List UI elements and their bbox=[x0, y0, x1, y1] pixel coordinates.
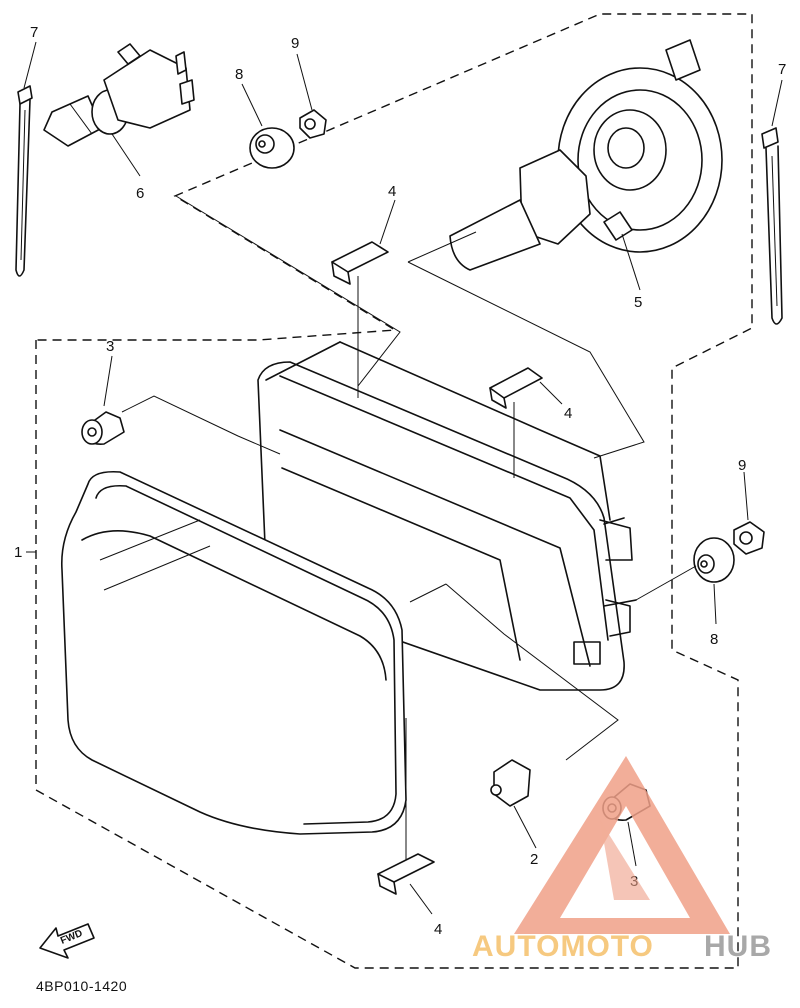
watermark-triangle-icon bbox=[514, 756, 730, 934]
callout-3a: 3 bbox=[106, 338, 114, 355]
fwd-arrow-icon: FWD bbox=[39, 923, 95, 959]
leader-9b bbox=[743, 471, 749, 521]
watermark-text-primary: AUTOMOTO bbox=[472, 930, 654, 963]
leader-6 bbox=[111, 133, 141, 177]
spring-clip-bottom bbox=[377, 853, 435, 895]
callout-4a: 4 bbox=[388, 183, 396, 200]
headlight-bulb-h4 bbox=[43, 43, 195, 147]
projection-bulb bbox=[407, 231, 477, 263]
assembly-label: 1 bbox=[14, 544, 22, 561]
drawing-code: 4BP010-1420 bbox=[36, 978, 128, 994]
clip-nut bbox=[490, 759, 531, 807]
leader-8b bbox=[713, 583, 717, 625]
leader-4b bbox=[539, 381, 563, 405]
leader-4c bbox=[409, 883, 433, 915]
projection-socket bbox=[407, 261, 645, 459]
callout-8a: 8 bbox=[235, 66, 243, 83]
spring-clip-top bbox=[331, 241, 389, 285]
projection-lens bbox=[409, 583, 447, 603]
callout-9b: 9 bbox=[738, 457, 746, 474]
leader-7a bbox=[23, 41, 37, 89]
callout-7a: 7 bbox=[30, 24, 38, 41]
headlight-lens bbox=[60, 470, 407, 835]
callout-6: 6 bbox=[136, 185, 144, 202]
nut-top bbox=[299, 109, 327, 139]
callout-7b: 7 bbox=[778, 61, 786, 78]
projection-screw-left bbox=[121, 395, 281, 455]
spring-clip-middle bbox=[489, 367, 543, 409]
automotohub-watermark: AUTOMOTO HUB bbox=[472, 756, 772, 963]
callout-4b: 4 bbox=[564, 405, 572, 422]
callout-2: 2 bbox=[530, 851, 538, 868]
callout-8b: 8 bbox=[710, 631, 718, 648]
leader-4a bbox=[379, 199, 396, 245]
bulb-socket-assembly bbox=[449, 39, 723, 271]
projection-grommet bbox=[175, 195, 401, 387]
callout-5: 5 bbox=[634, 294, 642, 311]
projection-grommet-right bbox=[635, 565, 697, 601]
cable-tie-left bbox=[15, 85, 33, 277]
leader-3a bbox=[103, 355, 113, 407]
cable-tie-right bbox=[761, 127, 783, 325]
callout-9a: 9 bbox=[291, 35, 299, 52]
leader-2 bbox=[513, 805, 537, 849]
leader-9a bbox=[296, 53, 313, 111]
watermark-text-secondary: HUB bbox=[704, 930, 772, 963]
nut-right bbox=[733, 521, 765, 555]
grommet-top bbox=[249, 127, 295, 169]
grommet-right bbox=[693, 537, 735, 583]
projection-lens-screw bbox=[445, 583, 619, 761]
callout-4c: 4 bbox=[434, 921, 442, 938]
leader-3b bbox=[627, 821, 637, 867]
leader-5 bbox=[621, 233, 641, 291]
leader-7b bbox=[771, 79, 783, 127]
leader-8a bbox=[241, 83, 263, 127]
adjusting-screw-left bbox=[81, 411, 125, 445]
